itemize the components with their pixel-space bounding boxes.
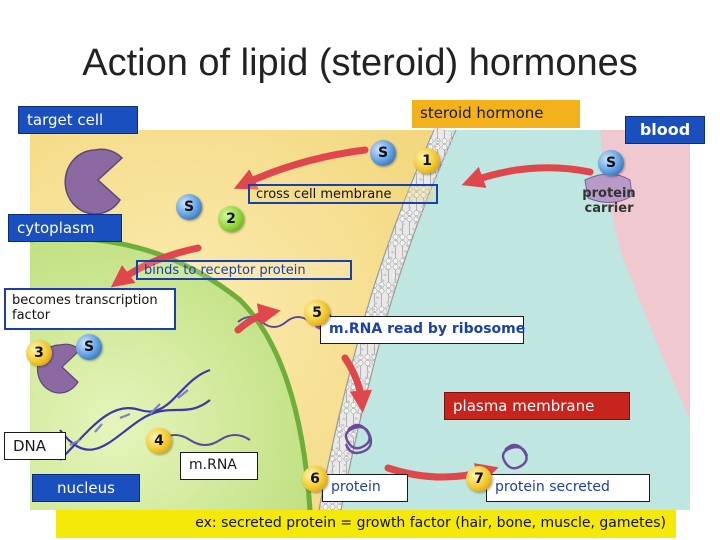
marker-step-5: 5 bbox=[304, 300, 330, 326]
label-nucleus: nucleus bbox=[32, 474, 140, 502]
marker-s-blood: S bbox=[598, 150, 624, 176]
marker-s-cytoplasm: S bbox=[176, 194, 202, 220]
marker-step-4: 4 bbox=[146, 428, 172, 454]
protein-carrier-blob bbox=[584, 173, 633, 203]
marker-step-6: 6 bbox=[302, 466, 328, 492]
label-mrna: m.RNA bbox=[180, 452, 258, 480]
protein-coil bbox=[344, 423, 373, 455]
label-blood: blood bbox=[625, 116, 705, 144]
marker-step-1: 1 bbox=[414, 148, 440, 174]
label-protein-secreted: protein secreted bbox=[486, 474, 650, 502]
footer-example: ex: secreted protein = growth factor (ha… bbox=[56, 510, 676, 538]
label-mrna-read: m.RNA read by ribosome bbox=[320, 316, 525, 344]
label-protein-carrier: protein carrier bbox=[582, 186, 636, 216]
slide-title: Action of lipid (steroid) hormones bbox=[82, 42, 638, 84]
marker-s-complex: S bbox=[76, 334, 102, 360]
arrow-to-ribosome bbox=[234, 303, 281, 334]
label-target-cell: target cell bbox=[18, 106, 138, 134]
label-dna: DNA bbox=[4, 432, 66, 460]
dna-helix bbox=[59, 368, 211, 461]
marker-step-2: 2 bbox=[218, 206, 244, 232]
blood-region bbox=[600, 130, 690, 420]
marker-step-3: 3 bbox=[26, 340, 52, 366]
marker-step-7: 7 bbox=[466, 466, 492, 492]
arrow-to-protein bbox=[341, 354, 373, 413]
arrow-hormone-crossing bbox=[233, 146, 369, 190]
secreted-protein bbox=[501, 443, 529, 470]
label-steroid-hormone: steroid hormone bbox=[412, 100, 580, 128]
label-cytoplasm: cytoplasm bbox=[8, 214, 122, 242]
label-cross-membrane: cross cell membrane bbox=[248, 184, 438, 204]
arrow-blood-to-membrane bbox=[461, 164, 594, 188]
label-transcription-factor: becomes transcription factor bbox=[4, 288, 176, 330]
label-binds-receptor: binds to receptor protein bbox=[136, 260, 352, 280]
label-protein: protein bbox=[322, 474, 408, 502]
receptor-protein bbox=[64, 148, 124, 215]
marker-s-hormone: S bbox=[370, 140, 396, 166]
label-plasma-membrane: plasma membrane bbox=[444, 392, 630, 420]
